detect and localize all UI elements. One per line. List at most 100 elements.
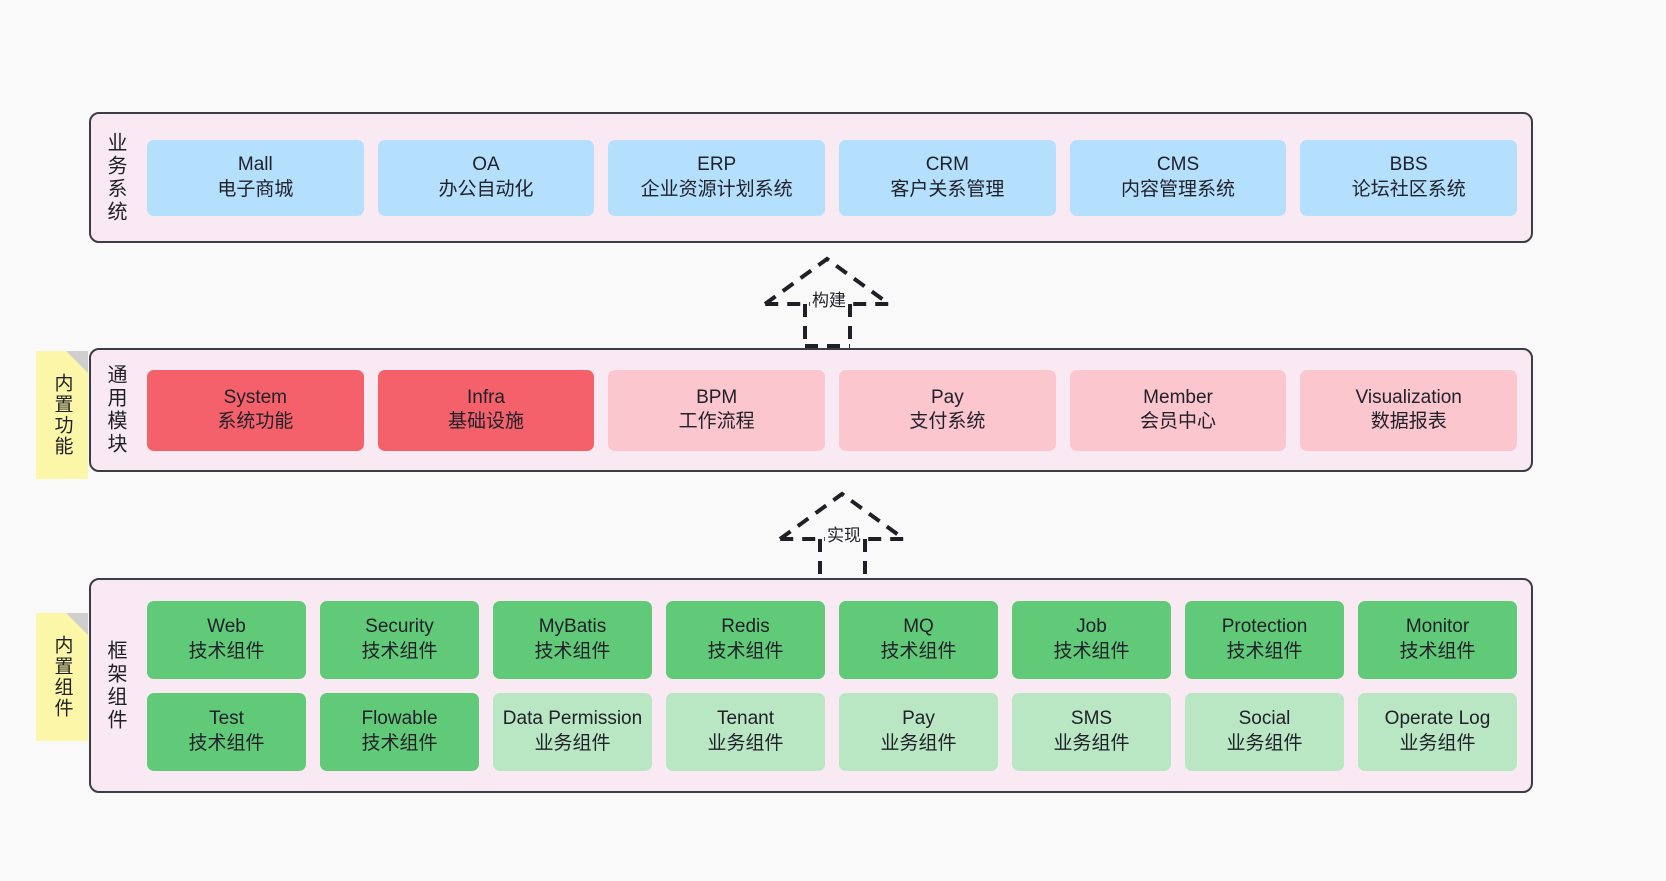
card-subtitle: 业务组件 xyxy=(1399,732,1476,754)
card-subtitle: 工作流程 xyxy=(678,411,755,432)
card-title: Tenant xyxy=(716,708,775,730)
card-subtitle: 技术组件 xyxy=(361,732,438,754)
card-system[interactable]: System 系统功能 xyxy=(147,369,364,451)
layer-framework-components: 框架组件 Web 技术组件 Security 技术组件 MyBatis 技术组件… xyxy=(89,578,1533,793)
sticky-note-text: 内置组件 xyxy=(51,635,73,719)
card-title: Operate Log xyxy=(1384,708,1491,730)
card-subtitle: 内容管理系统 xyxy=(1121,178,1236,200)
card-mall[interactable]: Mall 电子商城 xyxy=(147,139,364,216)
card-title: Visualization xyxy=(1355,386,1462,408)
connector-build-label: 构建 xyxy=(810,286,848,311)
build-arrow-icon xyxy=(758,256,896,348)
card-pay[interactable]: Pay 支付系统 xyxy=(839,369,1056,451)
card-operate-log[interactable]: Operate Log 业务组件 xyxy=(1358,692,1517,771)
card-protection[interactable]: Protection 技术组件 xyxy=(1185,600,1344,679)
card-data-permission[interactable]: Data Permission 业务组件 xyxy=(493,692,652,771)
card-subtitle: 技术组件 xyxy=(188,640,265,662)
card-subtitle: 业务组件 xyxy=(1226,732,1303,754)
note-fold-corner-icon xyxy=(66,351,88,373)
card-title: Test xyxy=(209,708,244,730)
card-title: Pay xyxy=(930,386,964,408)
card-title: Web xyxy=(207,616,246,638)
card-tenant[interactable]: Tenant 业务组件 xyxy=(666,692,825,771)
card-title: Data Permission xyxy=(502,708,643,730)
card-row: System 系统功能 Infra 基础设施 BPM 工作流程 Pay 支付系统… xyxy=(147,369,1518,451)
layer-body-business-systems: Mall 电子商城 OA 办公自动化 ERP 企业资源计划系统 CRM 客户关系… xyxy=(139,114,1531,241)
card-title: CMS xyxy=(1156,154,1200,176)
card-visualization[interactable]: Visualization 数据报表 xyxy=(1300,369,1518,451)
card-subtitle: 技术组件 xyxy=(1053,640,1130,662)
card-subtitle: 技术组件 xyxy=(880,640,957,662)
card-subtitle: 技术组件 xyxy=(188,732,265,754)
sticky-note-text: 内置功能 xyxy=(51,373,73,457)
card-subtitle: 技术组件 xyxy=(1226,640,1303,662)
card-title: BBS xyxy=(1389,154,1428,176)
sticky-note-builtin-function: 内置功能 xyxy=(36,351,88,479)
card-subtitle: 支付系统 xyxy=(909,411,986,432)
card-mq[interactable]: MQ 技术组件 xyxy=(839,600,998,679)
card-title: MyBatis xyxy=(538,616,607,638)
card-mybatis[interactable]: MyBatis 技术组件 xyxy=(493,600,652,679)
card-oa[interactable]: OA 办公自动化 xyxy=(377,139,595,216)
card-title: OA xyxy=(472,154,500,176)
card-subtitle: 办公自动化 xyxy=(438,178,534,200)
layer-common-modules: 通用模块 System 系统功能 Infra 基础设施 BPM 工作流程 Pay… xyxy=(89,348,1533,472)
card-row: Mall 电子商城 OA 办公自动化 ERP 企业资源计划系统 CRM 客户关系… xyxy=(147,139,1518,216)
card-row: Web 技术组件 Security 技术组件 MyBatis 技术组件 Redi… xyxy=(147,600,1517,679)
layer-title-business-systems: 业务系统 xyxy=(104,131,126,224)
card-title: Job xyxy=(1076,616,1107,638)
layer-title-common-modules: 通用模块 xyxy=(104,364,126,456)
card-subtitle: 业务组件 xyxy=(534,732,611,754)
layer-title-framework-components: 框架组件 xyxy=(104,639,126,732)
card-subtitle: 技术组件 xyxy=(534,640,611,662)
card-infra[interactable]: Infra 基础设施 xyxy=(377,369,595,451)
card-title: Protection xyxy=(1221,616,1308,638)
card-title: ERP xyxy=(697,154,737,176)
card-title: MQ xyxy=(903,616,934,638)
card-title: Redis xyxy=(721,616,770,638)
card-subtitle: 业务组件 xyxy=(880,732,957,754)
card-security[interactable]: Security 技术组件 xyxy=(320,600,479,679)
card-subtitle: 企业资源计划系统 xyxy=(640,178,793,200)
sticky-note-builtin-component: 内置组件 xyxy=(36,613,88,741)
card-redis[interactable]: Redis 技术组件 xyxy=(666,600,825,679)
card-title: Pay xyxy=(902,708,935,730)
card-bpm[interactable]: BPM 工作流程 xyxy=(608,369,826,451)
card-subtitle: 基础设施 xyxy=(448,411,525,432)
card-title: Social xyxy=(1238,708,1291,730)
card-title: CRM xyxy=(925,154,969,176)
card-title: System xyxy=(223,386,288,408)
card-subtitle: 电子商城 xyxy=(217,178,294,200)
card-member[interactable]: Member 会员中心 xyxy=(1069,369,1287,451)
card-subtitle: 技术组件 xyxy=(707,640,784,662)
card-monitor[interactable]: Monitor 技术组件 xyxy=(1358,600,1517,679)
layer-body-framework-components: Web 技术组件 Security 技术组件 MyBatis 技术组件 Redi… xyxy=(139,580,1531,791)
card-title: Monitor xyxy=(1405,616,1470,638)
card-sms[interactable]: SMS 业务组件 xyxy=(1012,692,1171,771)
card-job[interactable]: Job 技术组件 xyxy=(1012,600,1171,679)
card-subtitle: 技术组件 xyxy=(1399,640,1476,662)
card-subtitle: 论坛社区系统 xyxy=(1351,178,1466,200)
connector-implement-label: 实现 xyxy=(825,521,863,546)
card-bbs[interactable]: BBS 论坛社区系统 xyxy=(1300,139,1518,216)
card-crm[interactable]: CRM 客户关系管理 xyxy=(839,139,1056,216)
card-title: BPM xyxy=(696,386,738,408)
card-flowable[interactable]: Flowable 技术组件 xyxy=(320,692,479,771)
layer-body-common-modules: System 系统功能 Infra 基础设施 BPM 工作流程 Pay 支付系统… xyxy=(139,350,1531,470)
card-pay-business[interactable]: Pay 业务组件 xyxy=(839,692,998,771)
note-fold-corner-icon xyxy=(66,613,88,635)
card-subtitle: 技术组件 xyxy=(361,640,438,662)
card-erp[interactable]: ERP 企业资源计划系统 xyxy=(608,139,826,216)
connector-implement: 实现 xyxy=(773,487,935,583)
card-social[interactable]: Social 业务组件 xyxy=(1185,692,1344,771)
card-title: Security xyxy=(365,616,434,638)
card-web[interactable]: Web 技术组件 xyxy=(147,600,306,679)
card-test[interactable]: Test 技术组件 xyxy=(147,692,306,771)
card-cms[interactable]: CMS 内容管理系统 xyxy=(1069,139,1287,216)
card-title: Infra xyxy=(466,386,506,408)
card-subtitle: 会员中心 xyxy=(1140,411,1217,432)
card-subtitle: 系统功能 xyxy=(217,411,294,432)
card-title: Flowable xyxy=(361,708,438,730)
card-subtitle: 业务组件 xyxy=(707,732,784,754)
